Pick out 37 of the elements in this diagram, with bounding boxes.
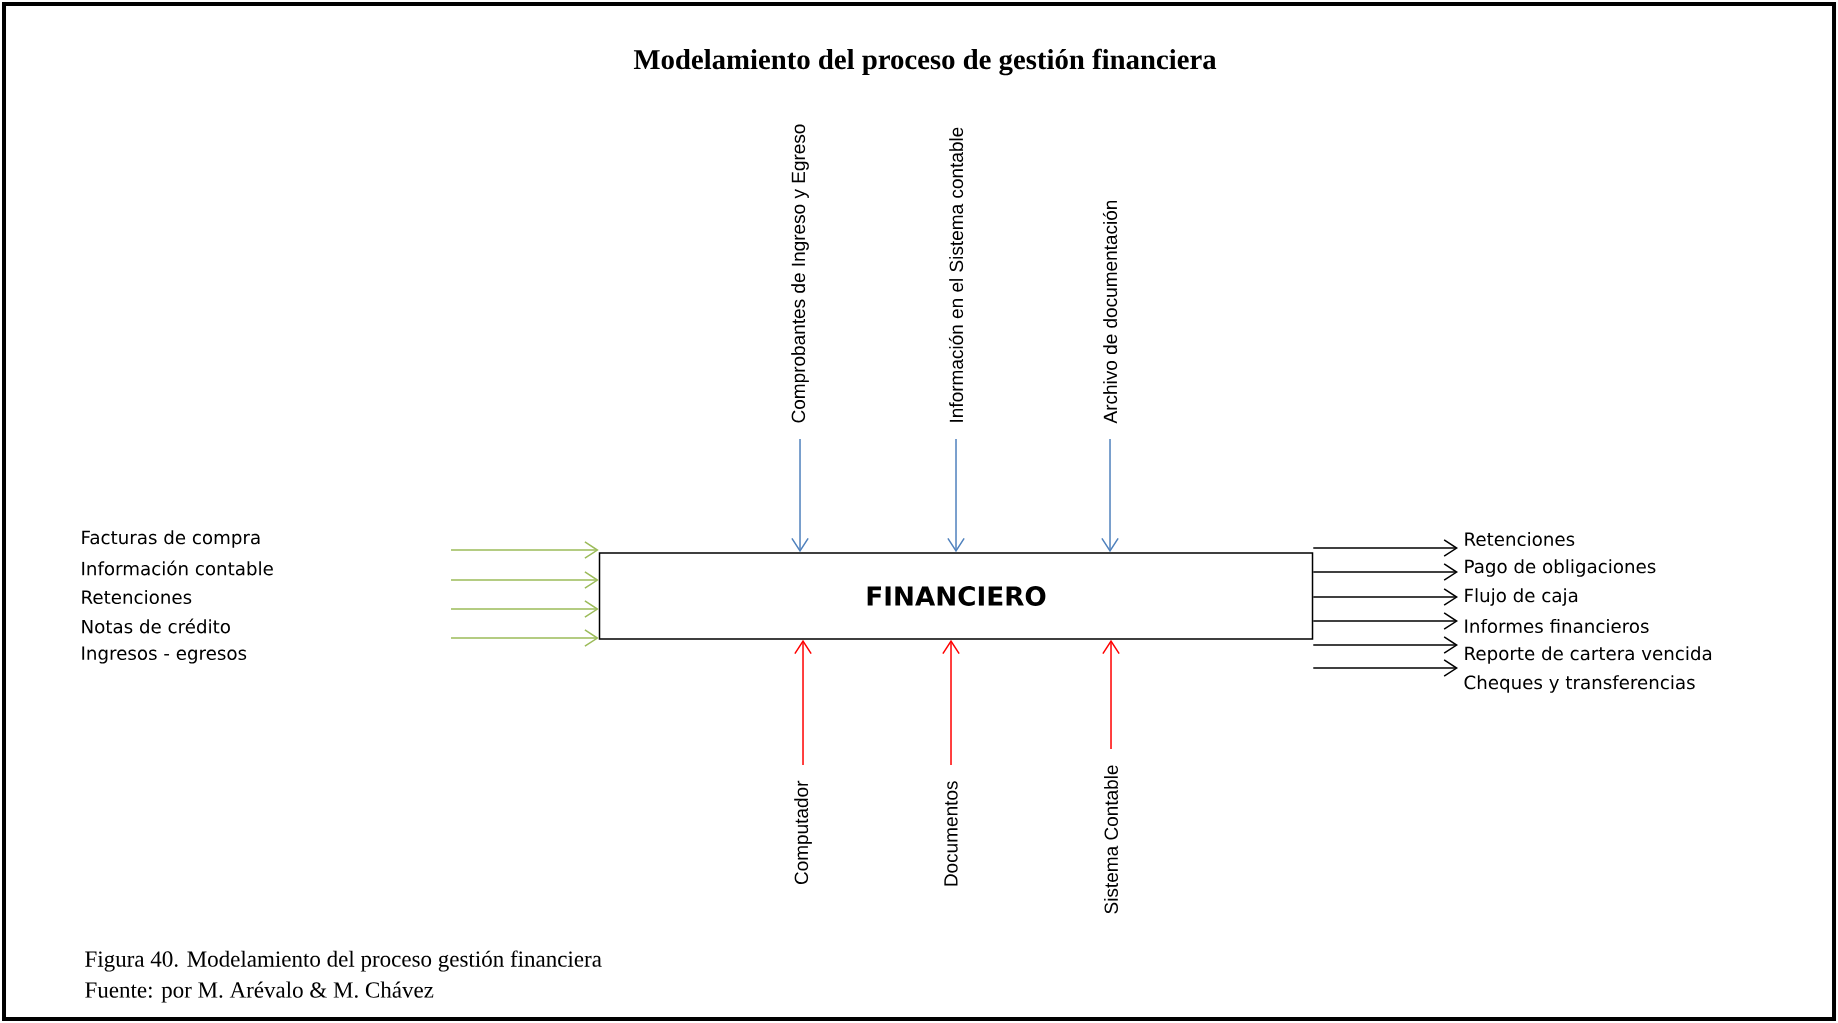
output-label: Cheques y transferencias <box>1464 675 1695 693</box>
arrow <box>450 571 599 589</box>
output-label: Informes financieros <box>1465 619 1649 634</box>
arrow <box>450 541 599 559</box>
output-label: Reporte de cartera vencida <box>1465 646 1712 664</box>
rotated-label: Comprobantes de Ingreso y Egreso <box>791 124 809 423</box>
side-label: Retenciones <box>82 590 192 605</box>
arrow <box>1312 539 1458 557</box>
arrow <box>947 438 965 553</box>
side-label: Facturas de compra <box>82 530 260 548</box>
arrow <box>450 629 599 647</box>
output-label: Pago de obligaciones <box>1465 559 1656 577</box>
rotated-label: Sistema Contable <box>1104 765 1118 914</box>
arrow <box>1312 612 1458 630</box>
rotated-label: Computador <box>794 780 812 885</box>
arrow <box>1101 438 1119 553</box>
arrow <box>1312 588 1458 606</box>
arrow <box>791 438 809 553</box>
arrow <box>1102 639 1120 750</box>
process-box: FINANCIERO <box>598 552 1314 640</box>
arrow <box>794 639 812 766</box>
arrow <box>1312 563 1458 581</box>
arrow <box>450 600 599 618</box>
arrow <box>1312 636 1458 654</box>
output-label: Retenciones <box>1465 531 1575 547</box>
rotated-label: Documentos <box>944 781 958 886</box>
source-note: Fuente: por M. Arévalo & M. Chávez <box>85 981 434 1003</box>
side-label: Notas de crédito <box>82 618 230 634</box>
arrow <box>942 639 960 766</box>
side-label: Información contable <box>82 560 273 576</box>
rotated-label: Archivo de documentación <box>1102 200 1118 424</box>
output-label: Flujo de caja <box>1465 588 1578 606</box>
caption: Figura 40. Modelamiento del proceso gestión financiera <box>85 950 602 972</box>
rotated-label: Información en el Sistema contable <box>948 127 964 422</box>
title: Modelamiento del proceso de gestión financiera <box>633 48 1217 76</box>
side-label: Ingresos - egresos <box>82 646 247 664</box>
arrow <box>1312 659 1458 677</box>
